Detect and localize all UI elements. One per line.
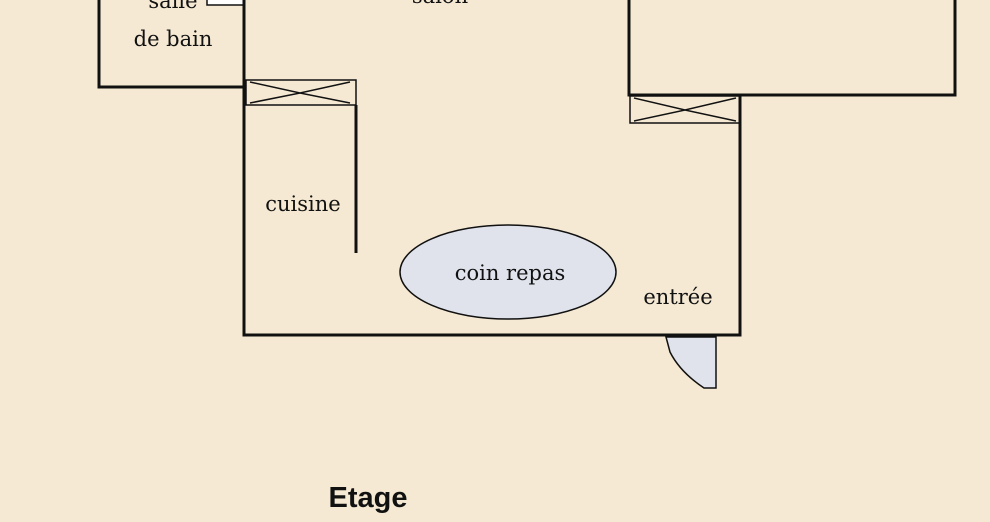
dining-label: coin repas bbox=[455, 261, 566, 285]
floor-title: Etage bbox=[329, 482, 408, 514]
bathroom-fixture bbox=[206, 0, 245, 6]
entrance-label: entrée bbox=[643, 285, 712, 309]
bathroom-label-1: salle bbox=[148, 0, 197, 13]
stairs-left bbox=[245, 79, 357, 106]
dining-table bbox=[399, 224, 617, 320]
right-room-wall bbox=[627, 0, 957, 97]
entrance-door bbox=[665, 336, 717, 389]
kitchen-label: cuisine bbox=[265, 192, 340, 216]
bathroom-wall bbox=[97, 0, 244, 89]
main-wall bbox=[242, 0, 742, 337]
stairs-right bbox=[629, 95, 741, 124]
living-label: salon bbox=[412, 0, 468, 8]
bathroom-label-2: de bain bbox=[134, 27, 213, 51]
